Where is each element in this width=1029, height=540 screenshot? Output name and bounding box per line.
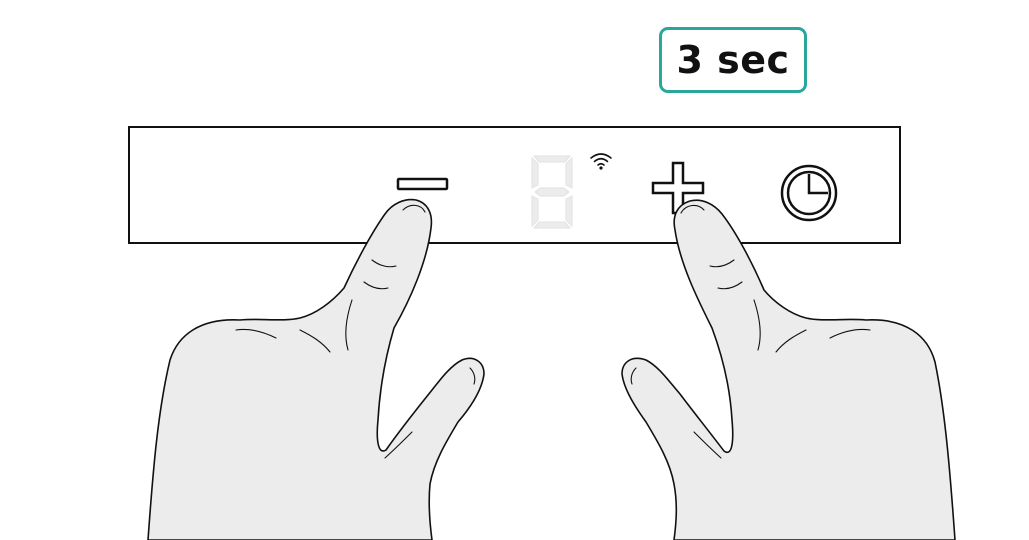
timer-button[interactable] <box>778 162 840 224</box>
digit-display <box>520 152 584 232</box>
wifi-indicator <box>585 148 617 176</box>
duration-badge: 3 sec <box>659 27 807 93</box>
seven-segment-8 <box>531 155 573 229</box>
plus-icon <box>651 161 705 215</box>
left-hand <box>147 198 485 540</box>
right-hand <box>621 199 956 540</box>
clock-icon <box>780 164 838 222</box>
duration-label: 3 sec <box>676 38 790 82</box>
plus-button[interactable] <box>645 155 711 221</box>
wifi-icon <box>590 153 612 170</box>
minus-button[interactable] <box>388 168 458 202</box>
minus-icon <box>396 177 449 191</box>
